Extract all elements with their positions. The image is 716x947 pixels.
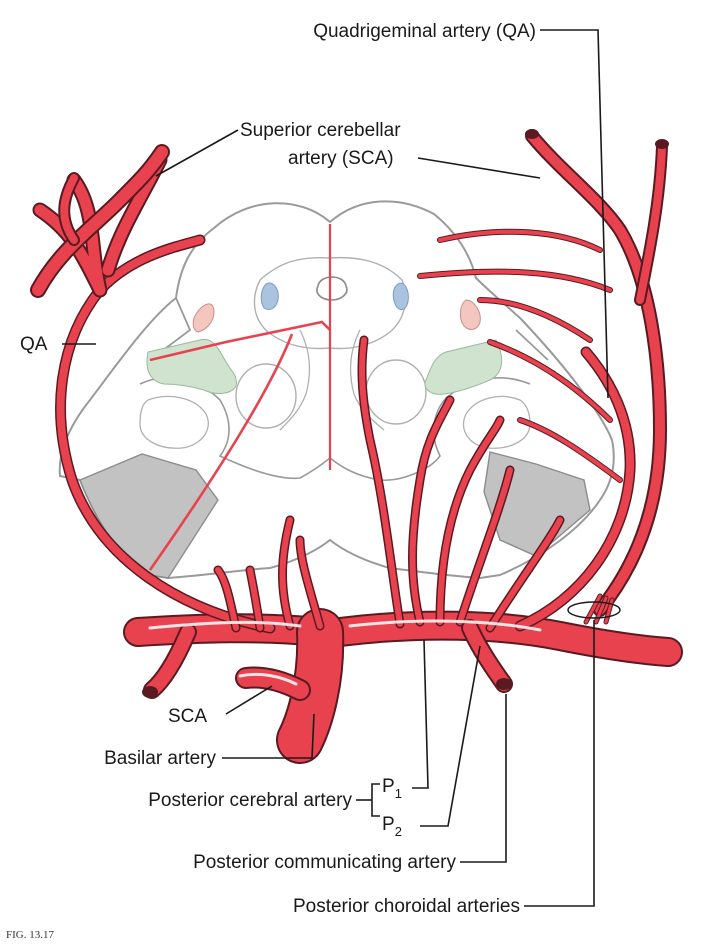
- vessel-end-right: [496, 678, 512, 690]
- vessel-end-top-right-outer: [655, 139, 669, 149]
- p1-letter: P: [382, 776, 395, 797]
- label-basilar-artery: Basilar artery: [104, 748, 216, 769]
- brainstem-section: [58, 200, 615, 580]
- p1-subscript: 1: [395, 786, 402, 801]
- label-sca-line2: artery (SCA): [288, 148, 394, 169]
- lemniscus-outline-left: [139, 395, 209, 449]
- label-qa: QA: [20, 334, 48, 355]
- central-tegmental-outline: [279, 329, 385, 431]
- label-posterior-cerebral-artery: Posterior cerebral artery: [148, 790, 352, 811]
- cerebral-aqueduct: [316, 276, 348, 301]
- choroidal-loop: [567, 601, 621, 619]
- labels: Quadrigeminal artery (QA) Superior cereb…: [6, 21, 536, 941]
- label-posterior-communicating-artery: Posterior communicating artery: [193, 852, 456, 873]
- blue-structure-left: [260, 282, 279, 311]
- penetrating-artery-left: [148, 320, 331, 571]
- label-p2: P2: [382, 814, 402, 839]
- artery-highlights: [148, 619, 542, 686]
- label-p1: P1: [382, 776, 402, 801]
- vessel-end-left: [142, 686, 158, 698]
- pink-structure-right: [459, 299, 481, 330]
- label-sca: SCA: [168, 706, 207, 727]
- label-sca-line1: Superior cerebellar: [240, 120, 401, 141]
- blue-structure-right: [392, 282, 409, 310]
- label-quadrigeminal-artery: Quadrigeminal artery (QA): [313, 21, 536, 42]
- arteries: [30, 129, 683, 764]
- figure-number: FIG. 13.17: [6, 929, 54, 941]
- green-nucleus-right: [424, 339, 503, 395]
- green-nucleus-left: [146, 338, 237, 394]
- pink-structure-left: [192, 303, 215, 333]
- red-nucleus-left: [235, 363, 297, 429]
- vessel-end-top-right: [525, 129, 539, 139]
- p2-letter: P: [382, 814, 395, 835]
- p2-subscript: 2: [395, 824, 402, 839]
- leader-lines: [62, 29, 609, 907]
- label-posterior-choroidal-arteries: Posterior choroidal arteries: [293, 896, 520, 917]
